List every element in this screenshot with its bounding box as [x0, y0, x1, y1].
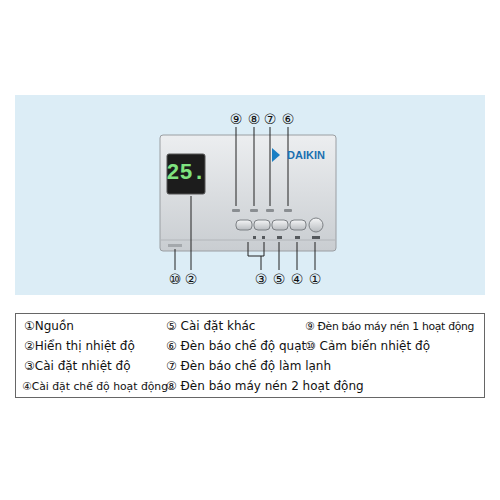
key-entry: ⑤ Cài đặt khác	[166, 320, 255, 334]
callout-number: ⑩	[169, 271, 182, 287]
brand-logo: DAIKIN	[287, 149, 325, 162]
key-entry: ⑧ Đèn báo máy nén 2 hoạt động	[166, 380, 364, 394]
key-entry: ①Nguồn	[24, 320, 74, 334]
callout-number: ⑥	[282, 111, 295, 127]
display-window	[167, 154, 205, 194]
display-reading: 25.	[166, 161, 206, 186]
callout-number: ④	[291, 271, 304, 287]
button-marks	[253, 236, 320, 239]
callout-number: ⑧	[248, 111, 261, 127]
callout-number: ⑨	[230, 111, 243, 127]
sensor-slot	[168, 244, 182, 247]
indicator-leds	[232, 209, 292, 212]
leader-lines	[175, 127, 315, 270]
key-entry: ④Cài đặt chế độ hoạt động	[22, 381, 168, 393]
logo-mark	[272, 148, 280, 162]
background-band	[15, 95, 485, 295]
key-entry: ⑥ Đèn báo chế độ quạt	[166, 340, 306, 354]
key-entry: ⑦ Đèn báo chế độ làm lạnh	[166, 360, 331, 374]
buttons	[236, 218, 323, 232]
callout-number: ⑦	[264, 111, 277, 127]
callout-number: ⑤	[273, 271, 286, 287]
key-entry: ⑩ Cảm biến nhiệt độ	[305, 340, 430, 354]
key-entry: ②Hiển thị nhiệt độ	[24, 340, 135, 354]
key-entry: ⑨ Đèn báo máy nén 1 hoạt động	[305, 321, 474, 333]
callout-number: ①	[309, 271, 322, 287]
key-frame	[16, 314, 485, 398]
callout-number: ②	[185, 271, 198, 287]
controller-panel	[160, 135, 336, 251]
callout-number: ③	[255, 271, 268, 287]
key-entry: ③Cài đặt nhiệt độ	[24, 360, 131, 374]
